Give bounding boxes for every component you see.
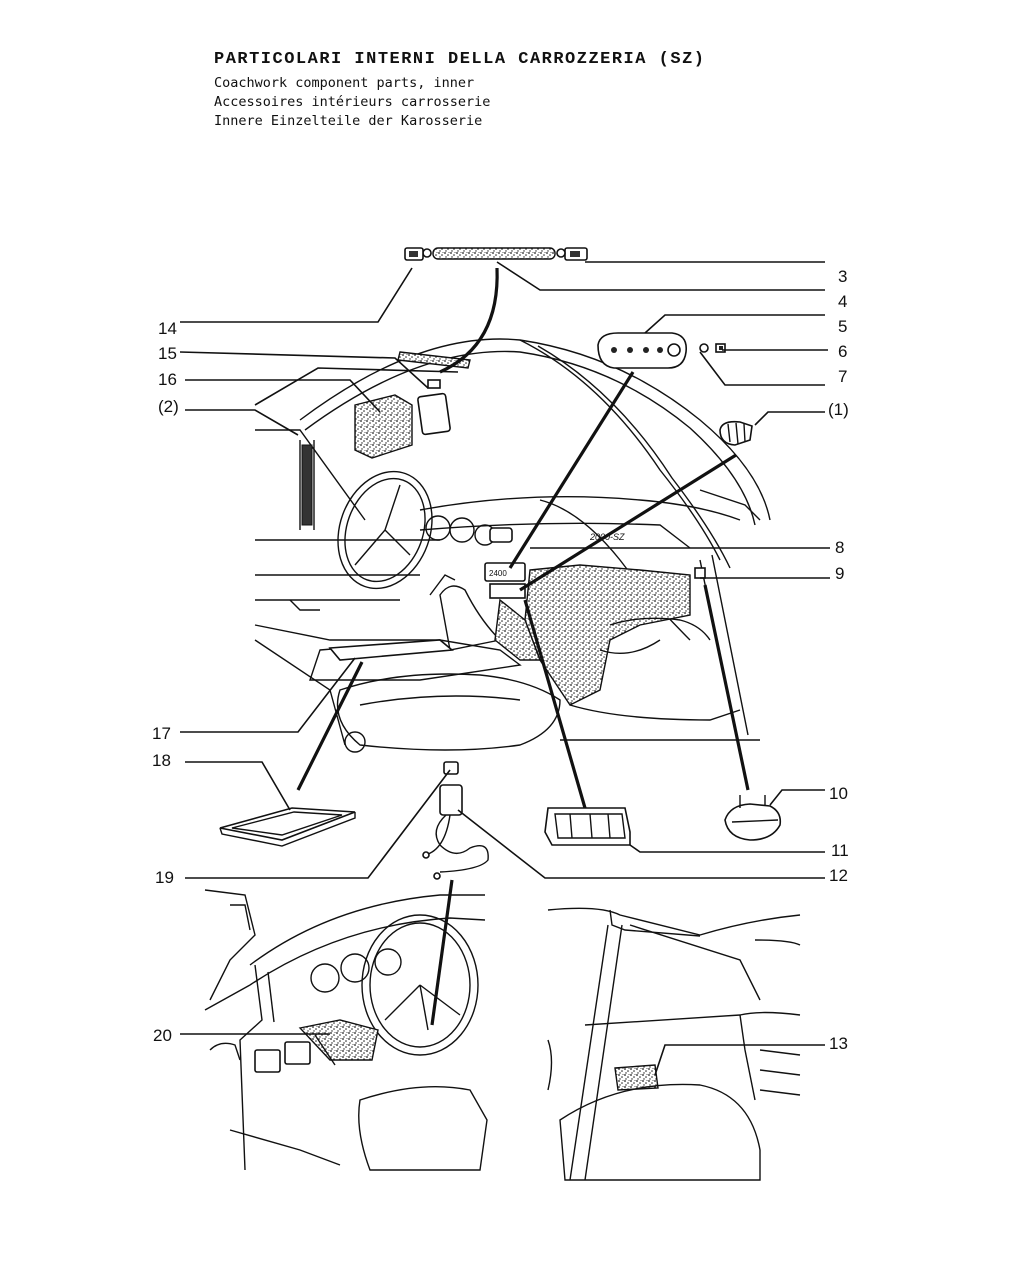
part-19-switch-with-wires xyxy=(422,761,489,880)
callout-15: 15 xyxy=(158,344,177,363)
radio-display: 2400 xyxy=(489,569,507,578)
callout-4: 4 xyxy=(838,292,847,311)
callout-2: (2) xyxy=(158,397,179,416)
part-4-grab-handle xyxy=(422,247,566,260)
callout-7: 7 xyxy=(838,367,847,386)
callout-9: 9 xyxy=(835,564,844,583)
title-block: PARTICOLARI INTERNI DELLA CARROZZERIA (S… xyxy=(214,50,705,132)
callout-8: 8 xyxy=(835,538,844,557)
part-11-vent xyxy=(544,807,631,846)
callout-16: 16 xyxy=(158,370,177,389)
part-3-clip xyxy=(564,247,588,261)
part-6-clip xyxy=(715,343,726,353)
callout-19: 19 xyxy=(155,868,174,887)
callout-12: 12 xyxy=(829,866,848,885)
callout-11: 11 xyxy=(831,841,849,860)
callout-10: 10 xyxy=(829,784,848,803)
callout-6: 6 xyxy=(838,342,847,361)
leader-lines xyxy=(179,261,830,1076)
part-5-grille xyxy=(597,332,688,369)
callout-20: 20 xyxy=(153,1026,172,1045)
subtitle-english: Coachwork component parts, inner xyxy=(214,75,475,91)
subtitle-german: Innere Einzelteile der Karosserie xyxy=(214,113,483,129)
callout-17: 17 xyxy=(152,724,171,743)
right-rear-view xyxy=(547,907,801,1181)
callout-3: 3 xyxy=(838,267,847,286)
callout-5: 5 xyxy=(838,317,847,336)
callout-14: 14 xyxy=(158,319,177,338)
part-7-screw xyxy=(699,343,709,353)
subtitle-french: Accessoires intérieurs carrosserie xyxy=(214,94,491,110)
callout-13: 13 xyxy=(829,1034,848,1053)
part-18-tray xyxy=(219,807,356,847)
part-14-clip xyxy=(404,247,424,261)
callout-numbers: 3 4 5 6 7 (1) 8 9 10 11 12 13 14 15 16 (… xyxy=(152,267,849,1053)
left-cockpit-view xyxy=(204,889,488,1171)
part-10-dome-light xyxy=(724,795,782,841)
main-interior-view: 2000-SZ 2400 xyxy=(254,338,771,753)
callout-18: 18 xyxy=(152,751,171,770)
page-title: PARTICOLARI INTERNI DELLA CARROZZERIA (S… xyxy=(214,50,706,69)
part-1-bulb xyxy=(719,420,753,446)
callout-1: (1) xyxy=(828,400,849,419)
